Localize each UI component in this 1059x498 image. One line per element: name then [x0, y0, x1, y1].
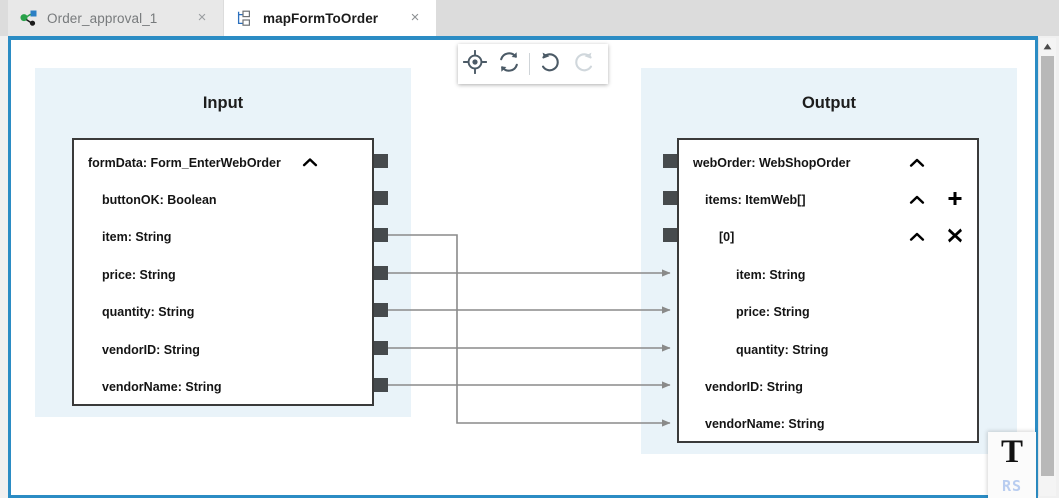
- scroll-up-arrow-icon[interactable]: [1039, 38, 1056, 55]
- text-tool-badge[interactable]: T RS: [988, 432, 1036, 498]
- input-field-label: vendorName: String: [102, 380, 222, 394]
- refresh-button[interactable]: [492, 47, 526, 81]
- tab-label: Order_approval_1: [47, 10, 158, 26]
- output-port-vendorname[interactable]: [374, 378, 388, 392]
- tab-map-form-to-order[interactable]: mapFormToOrder ×: [224, 0, 436, 36]
- center-target-button[interactable]: [458, 47, 492, 81]
- input-panel-title: Input: [202, 94, 244, 112]
- output-row-label: webOrder: WebShopOrder: [693, 156, 851, 170]
- vertical-scrollbar[interactable]: [1038, 38, 1056, 496]
- cross-icon[interactable]: [948, 228, 963, 246]
- tab-bar: Order_approval_1 × mapFormToOrder ×: [0, 0, 1059, 36]
- output-row-label: quantity: String: [736, 343, 829, 357]
- refresh-icon: [497, 50, 521, 79]
- toolbar-separator: [529, 53, 530, 75]
- input-field-label: quantity: String: [102, 305, 195, 319]
- output-row-label: price: String: [736, 305, 810, 319]
- chevron-up-icon[interactable]: [909, 192, 925, 208]
- text-tool-icon: T: [1000, 434, 1023, 470]
- badge-sub-label: RS: [1001, 477, 1023, 495]
- undo-button[interactable]: [533, 47, 567, 81]
- target-icon: [462, 49, 488, 79]
- output-port-quantity[interactable]: [374, 303, 388, 317]
- output-node[interactable]: webOrder: WebShopOrder items: ItemWeb[]: [677, 138, 979, 443]
- tab-order-approval-1[interactable]: Order_approval_1 ×: [8, 0, 223, 36]
- chevron-up-icon[interactable]: [909, 155, 925, 171]
- tab-close-icon[interactable]: ×: [410, 9, 420, 26]
- output-port-price[interactable]: [374, 266, 388, 280]
- input-field-label: vendorID: String: [102, 343, 200, 357]
- mapping-canvas[interactable]: Input formData: Form_EnterWebOrder butto…: [11, 40, 1035, 495]
- canvas-toolbar: [458, 44, 608, 84]
- input-port-index0[interactable]: [663, 228, 677, 242]
- redo-icon: [572, 50, 596, 79]
- process-flow-icon: [20, 9, 38, 27]
- input-port-weborder[interactable]: [663, 154, 677, 168]
- mapping-tree-icon: [236, 9, 254, 27]
- redo-button[interactable]: [567, 47, 601, 81]
- input-field-label: item: String: [102, 230, 172, 244]
- output-port-buttonok[interactable]: [374, 191, 388, 205]
- tab-close-icon[interactable]: ×: [197, 9, 207, 26]
- output-port-vendorid[interactable]: [374, 341, 388, 355]
- input-field-label: buttonOK: Boolean: [102, 193, 217, 207]
- plus-icon[interactable]: [948, 191, 963, 209]
- input-root-label: formData: Form_EnterWebOrder: [88, 156, 281, 170]
- input-port-items[interactable]: [663, 191, 677, 205]
- output-panel-title: Output: [801, 94, 857, 112]
- output-row-label: vendorName: String: [705, 417, 825, 431]
- mapping-canvas-frame: Input formData: Form_EnterWebOrder butto…: [8, 36, 1038, 498]
- chevron-up-icon[interactable]: [302, 156, 318, 171]
- input-field-label: price: String: [102, 268, 176, 282]
- output-port-item[interactable]: [374, 228, 388, 242]
- output-port-formdata[interactable]: [374, 154, 388, 168]
- link-item-to-vendorname: [388, 234, 671, 427]
- chevron-up-icon[interactable]: [909, 229, 925, 245]
- output-row-label: [0]: [719, 230, 735, 244]
- output-row-label: items: ItemWeb[]: [705, 193, 806, 207]
- tab-label: mapFormToOrder: [263, 10, 379, 26]
- undo-icon: [538, 50, 562, 79]
- input-node[interactable]: formData: Form_EnterWebOrder buttonOK: B…: [72, 138, 374, 406]
- output-row-label: item: String: [736, 268, 806, 282]
- scrollbar-thumb[interactable]: [1041, 56, 1054, 476]
- output-row-label: vendorID: String: [705, 380, 803, 394]
